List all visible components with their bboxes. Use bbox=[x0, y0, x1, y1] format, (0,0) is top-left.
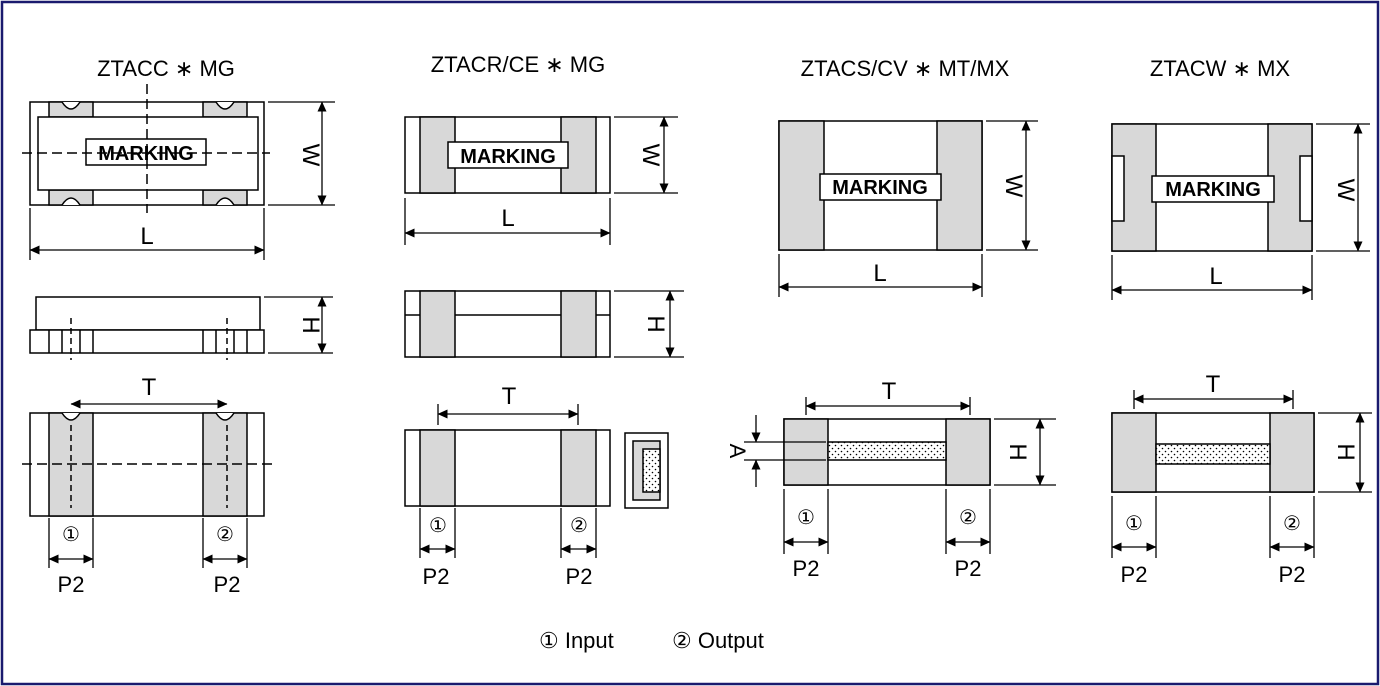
ztacs-t-dimension bbox=[805, 397, 971, 415]
ztacs-p2-dimensions bbox=[783, 489, 991, 554]
ztacc-p2-label-right: P2 bbox=[214, 572, 241, 597]
title-ztacr: ZTACR/CE ∗ MG bbox=[431, 52, 605, 77]
ztacs-pin-output: ② bbox=[959, 507, 977, 529]
ztacs-top-view bbox=[778, 120, 983, 251]
ztacr-t-label: T bbox=[502, 383, 517, 410]
ztacc-pin-input: ① bbox=[62, 524, 80, 546]
ztacs-a-dimension bbox=[744, 415, 826, 487]
ztacw-pin-input: ① bbox=[1125, 513, 1143, 535]
ztacc-l-label: L bbox=[140, 223, 153, 250]
ztacr-h-dimension bbox=[614, 290, 684, 358]
ztacs-w-label: W bbox=[1000, 175, 1027, 198]
ztacc-p2-dimensions bbox=[48, 518, 248, 568]
ztacs-marking-label: MARKING bbox=[832, 177, 928, 199]
title-ztacs: ZTACS/CV ∗ MT/MX bbox=[801, 56, 1010, 81]
ztacs-bottom-view bbox=[783, 418, 991, 486]
ztacc-w-dimension bbox=[268, 101, 335, 206]
ztacw-bottom-view bbox=[1111, 412, 1315, 493]
ztacc-w-label: W bbox=[297, 144, 324, 167]
ztacw-p2-dimensions bbox=[1111, 496, 1315, 558]
ztacr-l-dimension bbox=[404, 198, 611, 245]
ztacc-l-dimension bbox=[29, 208, 265, 260]
ztacw-t-label: T bbox=[1206, 371, 1221, 398]
ztacw-pin-output: ② bbox=[1283, 513, 1301, 535]
ztacs-h-dimension bbox=[994, 418, 1056, 486]
ztacr-p2-label-right: P2 bbox=[566, 564, 593, 589]
ztacr-w-dimension bbox=[614, 116, 678, 194]
ztacw-t-dimension bbox=[1133, 390, 1294, 409]
ztacs-p2-label-left: P2 bbox=[793, 556, 820, 581]
ztacw-p2-label-left: P2 bbox=[1121, 562, 1148, 587]
ztacw-l-dimension bbox=[1111, 255, 1313, 300]
ztacr-t-dimension bbox=[437, 404, 579, 425]
ztacr-pin-output: ② bbox=[570, 515, 588, 537]
ztacw-w-dimension bbox=[1316, 123, 1370, 252]
ztacr-p2-dimensions bbox=[419, 508, 597, 558]
ztacr-marking-label: MARKING bbox=[460, 146, 556, 168]
ztacs-h-label: H bbox=[1004, 443, 1031, 460]
ztacr-end-view bbox=[624, 432, 669, 509]
ztacc-top-view bbox=[22, 84, 270, 213]
ztacs-a-label: A bbox=[725, 444, 750, 459]
title-ztacw: ZTACW ∗ MX bbox=[1150, 56, 1291, 81]
ztacs-p2-label-right: P2 bbox=[955, 556, 982, 581]
ztacr-l-label: L bbox=[501, 205, 514, 232]
ztacw-h-label: H bbox=[1332, 443, 1359, 460]
ztacc-side-view bbox=[29, 296, 265, 360]
ztacw-marking-label: MARKING bbox=[1165, 179, 1261, 201]
ztacc-h-label: H bbox=[297, 316, 324, 333]
ztacr-p2-label-left: P2 bbox=[423, 564, 450, 589]
ztacw-h-dimension bbox=[1318, 412, 1372, 493]
ztacs-t-label: T bbox=[882, 378, 897, 405]
ztacr-side-view bbox=[404, 290, 611, 358]
title-ztacc: ZTACC ∗ MG bbox=[97, 56, 235, 81]
ztacs-l-dimension bbox=[778, 254, 983, 297]
ztacr-w-label: W bbox=[637, 144, 664, 167]
ztacs-w-dimension bbox=[986, 120, 1038, 251]
legend-input: ① Input bbox=[539, 628, 614, 653]
ztacc-marking-label: MARKING bbox=[98, 143, 194, 165]
ztacw-l-label: L bbox=[1209, 263, 1222, 290]
ztacc-p2-label-left: P2 bbox=[58, 572, 85, 597]
ztacw-p2-label-right: P2 bbox=[1279, 562, 1306, 587]
ztacc-h-dimension bbox=[264, 296, 333, 354]
ztacc-pin-output: ② bbox=[216, 524, 234, 546]
ztacs-l-label: L bbox=[873, 260, 886, 287]
ztacc-t-label: T bbox=[142, 374, 157, 401]
ztacr-pin-input: ① bbox=[429, 515, 447, 537]
legend-output: ② Output bbox=[672, 628, 764, 653]
ztacw-w-label: W bbox=[1332, 179, 1359, 202]
ztacr-h-label: H bbox=[642, 315, 669, 332]
ztacw-top-view bbox=[1111, 123, 1313, 252]
ztacs-pin-input: ① bbox=[797, 507, 815, 529]
ztacc-bottom-view bbox=[22, 412, 272, 517]
ztacr-top-view bbox=[404, 116, 611, 194]
ztacr-bottom-view bbox=[404, 429, 611, 507]
